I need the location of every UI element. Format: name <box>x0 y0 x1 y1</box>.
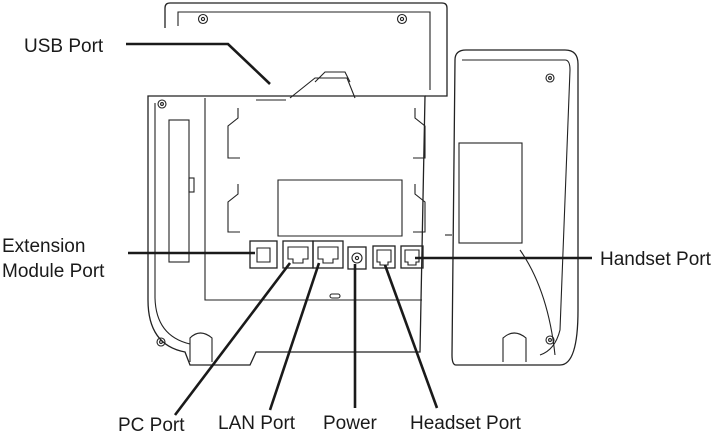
pc-port-icon <box>282 240 314 269</box>
lan-port-icon <box>312 240 344 269</box>
callout-lines <box>126 42 592 416</box>
extension-label-line1: Extension <box>2 236 85 257</box>
screw-icon <box>396 13 408 25</box>
lan-port-leader <box>268 262 321 411</box>
pc-port-leader <box>173 262 292 416</box>
power-port-icon <box>347 246 367 270</box>
screw-icon <box>157 99 167 109</box>
headset-port-leader <box>383 264 439 409</box>
screw-icon <box>197 13 209 25</box>
screw-icon <box>545 73 555 83</box>
phone-body <box>147 71 527 366</box>
handset-port-label: Handset Port <box>600 249 712 270</box>
screw-icon <box>156 337 166 347</box>
ports-row <box>249 240 424 270</box>
pc-port-label: PC Port <box>118 415 185 436</box>
usb-port-label: USB Port <box>24 36 104 57</box>
lan-port-label: LAN Port <box>218 413 296 434</box>
handset <box>445 49 579 366</box>
headset-port-icon <box>372 245 396 269</box>
headset-port-label: Headset Port <box>410 413 522 434</box>
power-label: Power <box>323 413 378 434</box>
usb-port-leader <box>126 42 271 85</box>
stand-plate <box>164 2 448 97</box>
extension-label-line2: Module Port <box>2 261 105 282</box>
screw-icon <box>545 335 555 345</box>
labels: USB Port Extension Module Port Handset P… <box>2 36 712 436</box>
extension-port-icon <box>249 240 278 269</box>
